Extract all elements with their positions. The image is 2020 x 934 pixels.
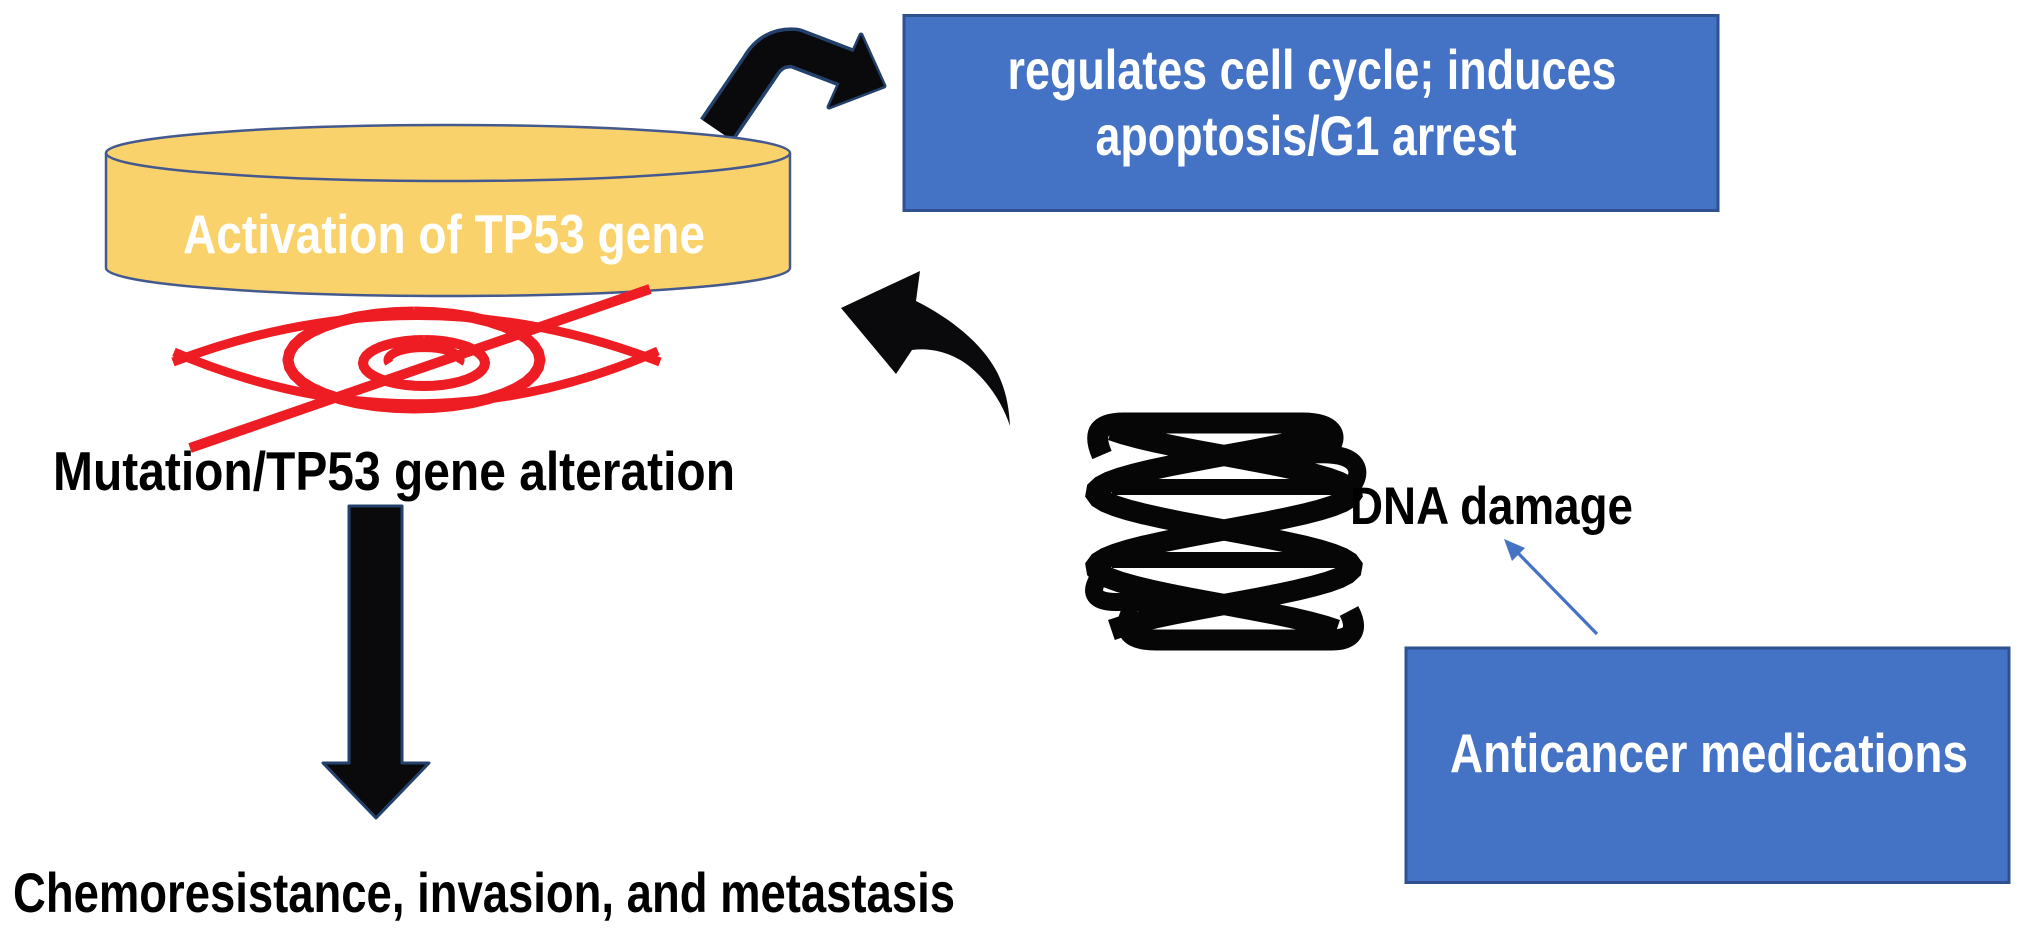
svg-text:DNA damage: DNA damage [1350,477,1633,536]
svg-text:Chemoresistance, invasion, and: Chemoresistance, invasion, and metastasi… [13,861,955,924]
svg-text:Anticancer medications: Anticancer medications [1450,722,1968,784]
svg-text:apoptosis/G1 arrest: apoptosis/G1 arrest [1096,104,1517,167]
svg-text:Mutation/TP53 gene alteration: Mutation/TP53 gene alteration [53,440,735,502]
svg-text:Activation of TP53 gene: Activation of TP53 gene [183,203,705,265]
svg-text:regulates cell cycle; induces: regulates cell cycle; induces [1008,38,1617,101]
